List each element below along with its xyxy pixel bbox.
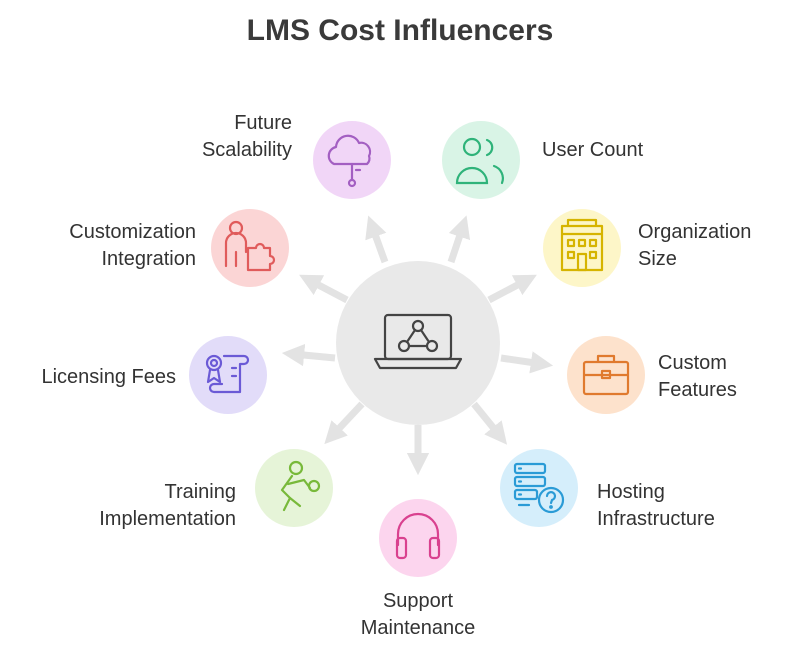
- label-line: Support: [382, 590, 454, 612]
- cloud-icon: [327, 134, 372, 188]
- arrow-training-implementation: [324, 401, 365, 445]
- label-line: Maintenance: [360, 617, 476, 639]
- node-future-scalability: [313, 121, 391, 199]
- label-line: Scalability: [201, 139, 292, 161]
- certificate-scroll-icon: [205, 354, 250, 394]
- label-custom-features: Custom Features: [658, 350, 737, 404]
- node-customization-integration: [211, 209, 289, 287]
- person-puzzle-icon: [224, 220, 276, 272]
- arrow-hosting-infrastructure: [471, 401, 508, 445]
- server-question-icon: [513, 462, 565, 514]
- label-line: Training: [164, 481, 236, 503]
- label-line: User Count: [542, 139, 644, 161]
- label-line: Infrastructure: [597, 508, 715, 530]
- arrow-custom-features: [500, 351, 554, 374]
- label-organization-size: Organization Size: [638, 219, 751, 273]
- label-line: Custom: [658, 352, 727, 374]
- node-organization-size: [543, 209, 621, 287]
- label-line: Customization: [69, 221, 196, 243]
- briefcase-icon: [582, 354, 630, 396]
- label-line: Licensing Fees: [41, 366, 176, 388]
- node-hosting-infrastructure: [500, 449, 578, 527]
- node-licensing-fees: [189, 336, 267, 414]
- node-custom-features: [567, 336, 645, 414]
- person-ball-icon: [280, 460, 321, 512]
- node-training-implementation: [255, 449, 333, 527]
- arrow-licensing-fees: [281, 343, 336, 367]
- label-line: Future: [234, 112, 292, 134]
- center-hub: [336, 261, 500, 425]
- label-user-count: User Count: [542, 137, 643, 164]
- node-support-maintenance: [379, 499, 457, 577]
- label-customization-integration: Customization Integration: [69, 219, 196, 273]
- users-icon: [455, 137, 504, 185]
- page-title: LMS Cost Influencers: [246, 14, 554, 47]
- building-icon: [560, 218, 604, 272]
- label-line: Size: [638, 248, 677, 270]
- arrows: [281, 215, 554, 476]
- label-support-maintenance: Support Maintenance: [318, 588, 518, 642]
- laptop-network-icon: [373, 313, 463, 370]
- headphones-icon: [395, 512, 441, 560]
- label-future-scalability: Future Scalability: [202, 110, 292, 164]
- arrow-future-scalability: [365, 215, 389, 264]
- label-line: Integration: [101, 248, 196, 270]
- label-hosting-infrastructure: Hosting Infrastructure: [597, 479, 715, 533]
- label-line: Organization: [638, 221, 752, 243]
- label-licensing-fees: Licensing Fees: [41, 364, 176, 391]
- label-line: Hosting: [597, 481, 665, 503]
- arrow-user-count: [447, 215, 471, 264]
- label-training-implementation: Training Implementation: [99, 479, 236, 533]
- arrow-customization-integration: [299, 274, 349, 304]
- label-line: Features: [658, 379, 737, 401]
- arrow-organization-size: [487, 274, 537, 304]
- label-line: Implementation: [99, 508, 236, 530]
- node-user-count: [442, 121, 520, 199]
